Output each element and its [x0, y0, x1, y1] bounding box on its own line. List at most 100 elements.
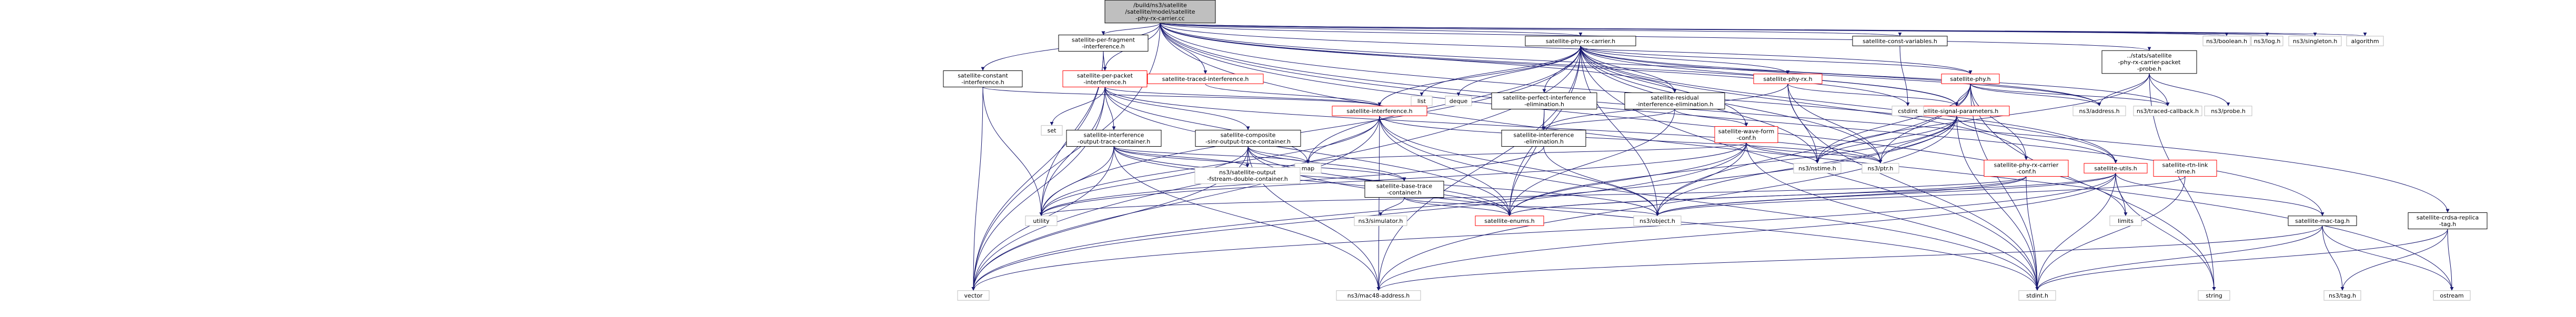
- node-label-line: satellite-crdsa-replica: [2417, 214, 2479, 221]
- node-perf[interactable]: satellite-perfect-interference-eliminati…: [1491, 93, 1597, 109]
- node-utils[interactable]: satellite-utils.h: [2084, 163, 2148, 173]
- node-box: [2198, 290, 2230, 301]
- node-base[interactable]: satellite-base-trace-container.h: [1364, 181, 1444, 198]
- edge-sig-to-vector: [971, 116, 1957, 291]
- node-rtn[interactable]: satellite-rtn-link-time.h: [2153, 160, 2217, 177]
- node-cit[interactable]: satellite-composite-sinr-output-trace-co…: [1195, 130, 1301, 147]
- node-box: [1624, 93, 1725, 109]
- node-label-line: -interference-elimination.h: [1636, 101, 1714, 108]
- node-label-line: satellite-phy-rx.h: [1763, 76, 1812, 83]
- edge-ppi-to-iotc: [1104, 87, 1116, 130]
- node-log: ns3/log.h: [2251, 36, 2283, 46]
- node-prcconf[interactable]: satellite-phy-rx-carrier-conf.h: [1984, 160, 2069, 177]
- node-label-line: /build/ns3/satellite: [1133, 2, 1187, 8]
- node-iotc[interactable]: satellite-interference-output-trace-cont…: [1066, 130, 1162, 147]
- edge-iotc-to-util: [1039, 146, 1114, 216]
- edge-intf-to-mac48: [1376, 116, 1381, 291]
- node-root[interactable]: /build/ns3/satellite/satellite/model/sat…: [1104, 0, 1216, 24]
- node-label-line: -output-trace-container.h: [1078, 138, 1150, 145]
- node-crdsa[interactable]: satellite-crdsa-replica-tag.h: [2408, 212, 2488, 229]
- edge-prc-to-utils: [1580, 46, 2118, 163]
- node-string: string: [2198, 290, 2230, 301]
- node-box: [2153, 160, 2217, 177]
- edge-utils-to-enums: [1507, 172, 2116, 217]
- node-phy[interactable]: satellite-phy.h: [1941, 74, 2000, 84]
- node-sci[interactable]: satellite-constant-interference.h: [943, 70, 1023, 87]
- node-probe: ns3/probe.h: [2204, 106, 2252, 116]
- edge-prc-to-resid: [1580, 46, 1677, 93]
- node-label-line: satellite-utils.h: [2094, 165, 2137, 172]
- node-label-line: -phy-rx-carrier.cc: [1135, 15, 1184, 22]
- node-pfi[interactable]: satellite-per-fragment-interference.h: [1058, 35, 1149, 52]
- node-deque: deque: [1445, 96, 1472, 106]
- node-label-line: -elimination.h: [1524, 101, 1564, 108]
- node-box: [1041, 125, 1063, 136]
- edge-intf-to-util: [1039, 116, 1380, 216]
- node-box: [1066, 130, 1162, 147]
- node-phyrx[interactable]: satellite-phy-rx.h: [1753, 74, 1823, 84]
- edge-prcconf-to-stdint: [2026, 176, 2039, 291]
- edge-prc-to-intf: [1377, 46, 1581, 106]
- node-label-line: satellite-perfect-interference: [1503, 95, 1586, 101]
- edge-iotc-to-base: [1113, 146, 1406, 181]
- node-label-line: -elimination.h: [1524, 138, 1564, 145]
- node-label-line: -sinr-output-trace-container.h: [1205, 138, 1291, 145]
- node-sconst[interactable]: satellite-const-variables.h: [1852, 36, 1948, 46]
- edge-root-to-mac: [1160, 23, 2325, 216]
- node-label-line: satellite-per-packet: [1077, 73, 1133, 79]
- node-prc[interactable]: satellite-phy-rx-carrier.h: [1525, 36, 1636, 46]
- node-label-line: ns3/mac48-address.h: [1347, 292, 1410, 299]
- node-label-line: ns3/probe.h: [2211, 108, 2246, 115]
- edge-root-to-limits: [1160, 23, 2128, 216]
- node-label-line: ns3/simulator.h: [1359, 218, 1403, 224]
- edge-sig-to-nstime: [1815, 116, 1957, 163]
- node-label-line: satellite-phy.h: [1950, 76, 1990, 83]
- node-box: [1104, 0, 1216, 24]
- edge-utils-to-obj: [1655, 173, 2116, 216]
- node-label-line: ns3/satellite-output: [1219, 169, 1276, 176]
- node-label-line: satellite-composite: [1221, 132, 1276, 139]
- node-box: [1147, 74, 1264, 84]
- node-box: [1364, 181, 1444, 198]
- edge-root-to-phy: [1160, 23, 1973, 75]
- node-label-line: satellite-wave-form: [1718, 128, 1774, 135]
- node-label-line: satellite-signal-parameters.h: [1915, 108, 1999, 115]
- edge-base-to-enums: [1404, 197, 1512, 216]
- edge-wave-to-util: [1039, 142, 1747, 216]
- node-label-line: satellite-residual: [1651, 95, 1698, 101]
- edge-mac-to-stdint: [2035, 226, 2323, 291]
- node-ppi[interactable]: satellite-per-packet-interference.h: [1062, 70, 1148, 87]
- node-box: [1714, 126, 1778, 143]
- edge-sci-to-util: [982, 87, 1043, 216]
- edge-prc-to-phy: [1580, 45, 1973, 75]
- edge-pkt-to-addr: [2097, 73, 2150, 106]
- node-ptr: ns3/ptr.h: [1861, 163, 1899, 173]
- edge-elim-to-obj: [1543, 146, 1659, 216]
- node-box: [1941, 74, 2000, 84]
- node-enums[interactable]: satellite-enums.h: [1475, 216, 1544, 226]
- node-pkt[interactable]: ../stats/satellite-phy-rx-carrier-packet…: [2101, 50, 2197, 74]
- node-label-line: -container.h: [1387, 189, 1422, 196]
- edge-prc-to-addr: [1580, 46, 2101, 106]
- node-resid[interactable]: satellite-residual-interference-eliminat…: [1624, 93, 1725, 109]
- node-list: list: [1411, 96, 1433, 106]
- node-intf[interactable]: satellite-interference.h: [1332, 106, 1427, 116]
- node-elim[interactable]: satellite-interference-elimination.h: [1501, 130, 1586, 147]
- node-map: map: [1294, 163, 1322, 173]
- node-wave[interactable]: satellite-wave-form-conf.h: [1714, 126, 1778, 143]
- edge-phy-to-prcconf: [1970, 84, 2028, 160]
- node-label-line: satellite-interference.h: [1346, 108, 1412, 115]
- node-box: [1852, 36, 1948, 46]
- node-box: [1336, 290, 1421, 301]
- edge-root-to-ostream: [1160, 23, 2454, 291]
- node-tri[interactable]: satellite-traced-interference.h: [1147, 74, 1264, 84]
- node-limits: limits: [2109, 216, 2142, 226]
- edge-sig-to-mac48: [1376, 116, 1957, 291]
- edge-intf-to-stdint: [1379, 116, 2039, 291]
- edge-iotc-to-outfs: [1113, 146, 1250, 168]
- edge-root-to-vector: [971, 23, 1161, 291]
- node-label-line: -phy-rx-carrier-packet: [2118, 59, 2181, 66]
- node-label-line: ns3/object.h: [1639, 218, 1675, 224]
- node-mac[interactable]: satellite-mac-tag.h: [2288, 216, 2357, 226]
